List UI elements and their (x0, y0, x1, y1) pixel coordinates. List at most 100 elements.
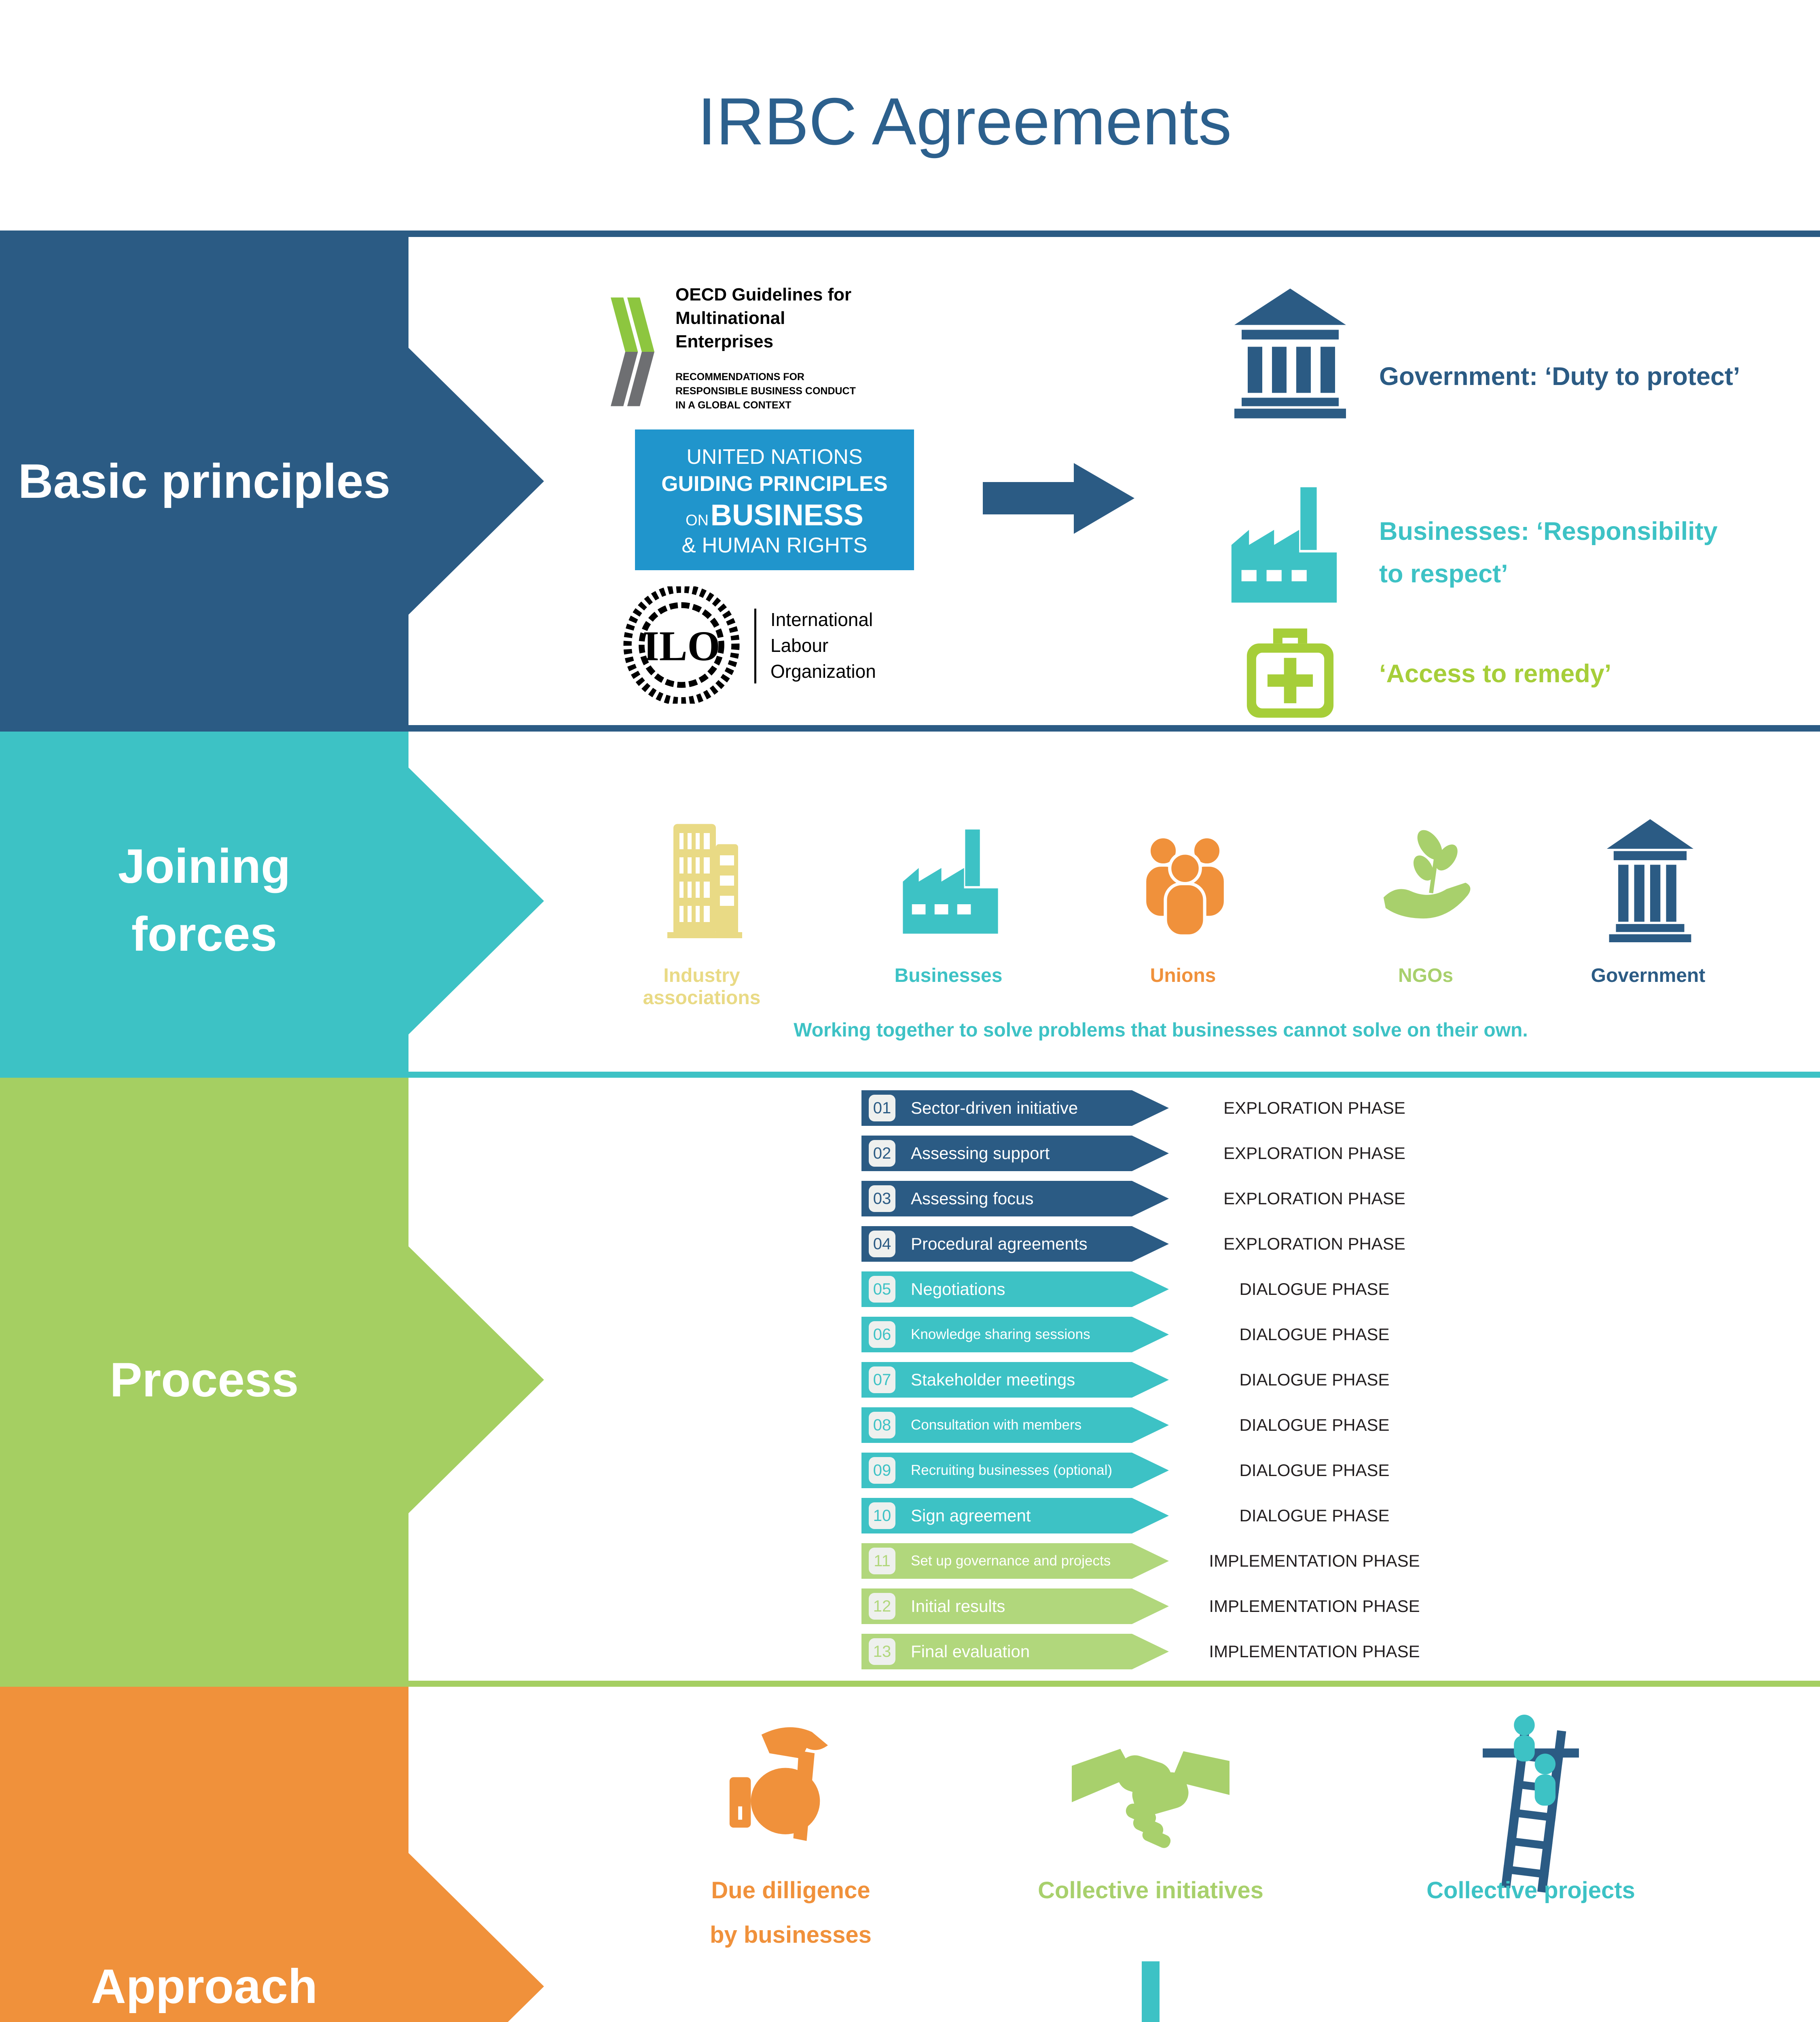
oecd-title-line: OECD Guidelines for (675, 285, 852, 305)
step-phase-label: DIALOGUE PHASE (1239, 1325, 1390, 1344)
method-line: by businesses (710, 1922, 872, 1948)
businesses-factory-icon-small (903, 829, 998, 934)
government-bank-icon (1234, 288, 1346, 419)
un-line4: & HUMAN RIGHTS (681, 533, 868, 557)
ilo-divider (754, 609, 756, 683)
step-number: 08 (869, 1412, 895, 1438)
un-line2: GUIDING PRINCIPLES (661, 472, 888, 496)
group-label-industry: Industry associations (643, 965, 761, 1009)
oecd-subtitle-line: IN A GLOBAL CONTEXT (675, 400, 791, 411)
step-phase-label: EXPLORATION PHASE (1223, 1189, 1405, 1208)
step-number: 10 (869, 1502, 895, 1529)
ilo-name-line: Organization (770, 661, 876, 682)
step-phase-label: DIALOGUE PHASE (1239, 1370, 1390, 1389)
ilo-emblem-icon: ILO (623, 586, 740, 704)
step-phase-label: DIALOGUE PHASE (1239, 1280, 1390, 1299)
process-step-row: 13 Final evaluation IMPLEMENTATION PHASE (861, 1634, 1468, 1669)
step-number: 09 (869, 1457, 895, 1484)
unions-people-icon (1143, 835, 1227, 938)
step-number: 05 (869, 1276, 895, 1303)
step-label: Procedural agreements (911, 1234, 1088, 1253)
step-arrow: 13 Final evaluation (861, 1634, 1169, 1669)
section-label-basic-principles: Basic principles (18, 454, 391, 508)
step-arrow: 08 Consultation with members (861, 1407, 1169, 1443)
method-label-due-diligence: Due dilligence by businesses (649, 1868, 932, 1957)
group-label-unions: Unions (1150, 965, 1216, 986)
collective-projects-ladder-icon (1483, 1715, 1579, 1893)
process-step-row: 08 Consultation with members DIALOGUE PHA… (861, 1407, 1468, 1443)
oecd-title-line: Enterprises (675, 332, 774, 351)
step-label: Sector-driven initiative (911, 1098, 1078, 1117)
step-label: Consultation with members (911, 1417, 1082, 1433)
oecd-subtitle-line: RESPONSIBLE BUSINESS CONDUCT (675, 385, 856, 397)
step-phase-label: DIALOGUE PHASE (1239, 1506, 1390, 1525)
due-diligence-hammer-icon (729, 1727, 828, 1841)
page-title: IRBC Agreements (697, 84, 1232, 159)
method-line: Due dilligence (711, 1877, 870, 1904)
step-arrow: 05 Negotiations (861, 1271, 1169, 1307)
group-label-government: Government (1591, 965, 1706, 986)
step-number: 01 (869, 1095, 895, 1121)
joining-line2: forces (131, 907, 277, 961)
businesses-text-line2: to respect’ (1379, 560, 1508, 588)
down-arrow-icon (1142, 1961, 1160, 2022)
step-label: Recruiting businesses (optional) (911, 1462, 1113, 1478)
oecd-title-line: Multinational (675, 308, 785, 328)
step-number: 13 (869, 1638, 895, 1665)
businesses-text-line1: Businesses: ‘Responsibility (1379, 517, 1718, 546)
section-label-process: Process (110, 1353, 299, 1407)
divider-process-approach (0, 1681, 1820, 1687)
un-line3: ON BUSINESS (635, 498, 914, 532)
step-phase-label: EXPLORATION PHASE (1223, 1098, 1405, 1117)
ngo-hand-plant-icon (1383, 830, 1471, 919)
process-step-row: 01 Sector-driven initiative EXPLORATION P… (861, 1090, 1468, 1126)
oecd-subtitle: RECOMMENDATIONS FOR RESPONSIBLE BUSINESS… (675, 370, 934, 412)
step-label: Set up governance and projects (911, 1553, 1111, 1569)
ilo-name: International Labour Organization (770, 607, 973, 684)
method-label-collective-projects: Collective projects (1426, 1877, 1635, 1904)
collective-initiatives-handshake-icon (1072, 1749, 1230, 1848)
step-arrow: 01 Sector-driven initiative (861, 1090, 1169, 1126)
step-number: 04 (869, 1231, 895, 1257)
process-step-row: 05 Negotiations DIALOGUE PHASE (861, 1271, 1468, 1307)
step-label: Initial results (911, 1597, 1005, 1616)
step-label: Assessing focus (911, 1189, 1034, 1208)
step-label: Knowledge sharing sessions (911, 1326, 1090, 1342)
right-arrow-icon (983, 463, 1134, 534)
principle-government-text: Government: ‘Duty to protect’ (1379, 362, 1740, 391)
step-label: Negotiations (911, 1280, 1005, 1299)
step-label: Final evaluation (911, 1642, 1030, 1661)
un-line1: UNITED NATIONS (686, 445, 863, 469)
step-phase-label: DIALOGUE PHASE (1239, 1415, 1390, 1434)
step-phase-label: EXPLORATION PHASE (1223, 1144, 1405, 1163)
step-phase-label: EXPLORATION PHASE (1223, 1234, 1405, 1253)
oecd-subtitle-line: RECOMMENDATIONS FOR (675, 371, 804, 383)
step-phase-label: IMPLEMENTATION PHASE (1209, 1642, 1420, 1661)
divider-joining-process (0, 1072, 1820, 1078)
group-label-ngos: NGOs (1398, 965, 1454, 986)
step-arrow: 04 Procedural agreements (861, 1226, 1169, 1262)
first-aid-kit-icon (1246, 628, 1334, 718)
joining-forces-tagline: Working together to solve problems that … (794, 1019, 1528, 1041)
step-phase-label: DIALOGUE PHASE (1239, 1461, 1390, 1480)
government-column-icon (1606, 819, 1694, 942)
oecd-title: OECD Guidelines for Multinational Enterp… (675, 283, 934, 353)
svg-text:ILO: ILO (643, 623, 720, 670)
principle-businesses-text: Businesses: ‘Responsibility to respect’ (1379, 510, 1816, 595)
step-label: Sign agreement (911, 1506, 1031, 1525)
section-label-approach: Approach (91, 1959, 318, 2014)
step-arrow: 09 Recruiting businesses (optional) (861, 1453, 1169, 1488)
step-arrow: 10 Sign agreement (861, 1498, 1169, 1533)
divider-top (0, 231, 1820, 237)
